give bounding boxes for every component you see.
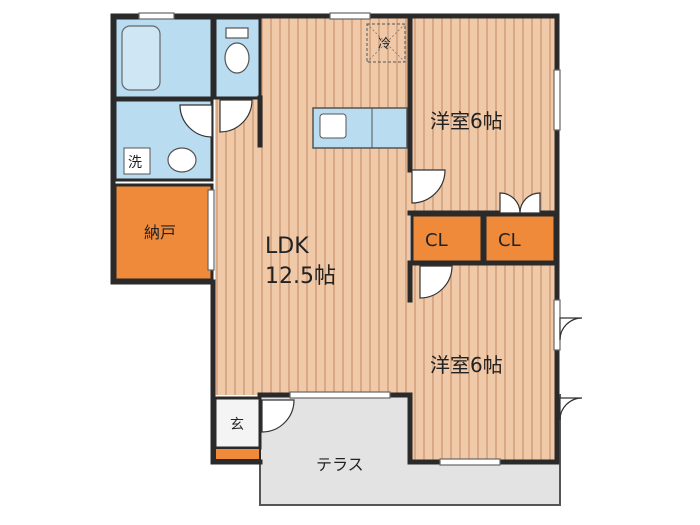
fridge-label: 冷 bbox=[378, 37, 391, 52]
storage-label: 納戸 bbox=[144, 223, 176, 242]
door-arc-bedroom-bottom bbox=[419, 265, 453, 299]
doors bbox=[179, 99, 583, 433]
closet-right-label: CL bbox=[498, 230, 521, 251]
door-arc-washroom bbox=[179, 104, 213, 138]
door-arc-closet-2 bbox=[519, 192, 541, 214]
entrance-step bbox=[214, 447, 261, 461]
bathtub-icon bbox=[121, 25, 161, 91]
terrace-label: テラス bbox=[316, 455, 364, 474]
door-arc-outside-2 bbox=[559, 397, 583, 421]
laundry-label: 洗 bbox=[128, 155, 142, 171]
fridge-cross-1 bbox=[366, 23, 406, 63]
storage-room bbox=[113, 183, 214, 282]
fridge-cross-2 bbox=[366, 23, 406, 63]
fridge-space bbox=[366, 23, 406, 63]
windows bbox=[138, 12, 561, 466]
ldk-lower-floor bbox=[215, 180, 260, 395]
ldk-size-label: 12.5帖 bbox=[265, 264, 336, 289]
door-arc-toilet bbox=[219, 99, 253, 133]
door-arc-bedroom-top bbox=[411, 169, 446, 204]
bedroom-bottom-floor bbox=[410, 265, 555, 460]
closet-left-label: CL bbox=[425, 230, 448, 251]
toilet-tank-icon bbox=[225, 27, 249, 39]
laundry-label-box bbox=[123, 147, 151, 175]
ldk-name-label: LDK bbox=[265, 234, 309, 259]
door-arc-entrance bbox=[261, 399, 295, 433]
washing-machine-icon bbox=[167, 147, 197, 173]
door-arc-outside-1 bbox=[559, 317, 583, 341]
kitchen-sink-icon bbox=[319, 113, 347, 139]
bedroom-top-label: 洋室6帖 bbox=[430, 109, 503, 133]
toilet-icon bbox=[224, 42, 250, 74]
bedroom-bottom-label: 洋室6帖 bbox=[430, 353, 503, 377]
entrance-label: 玄 bbox=[230, 416, 244, 433]
